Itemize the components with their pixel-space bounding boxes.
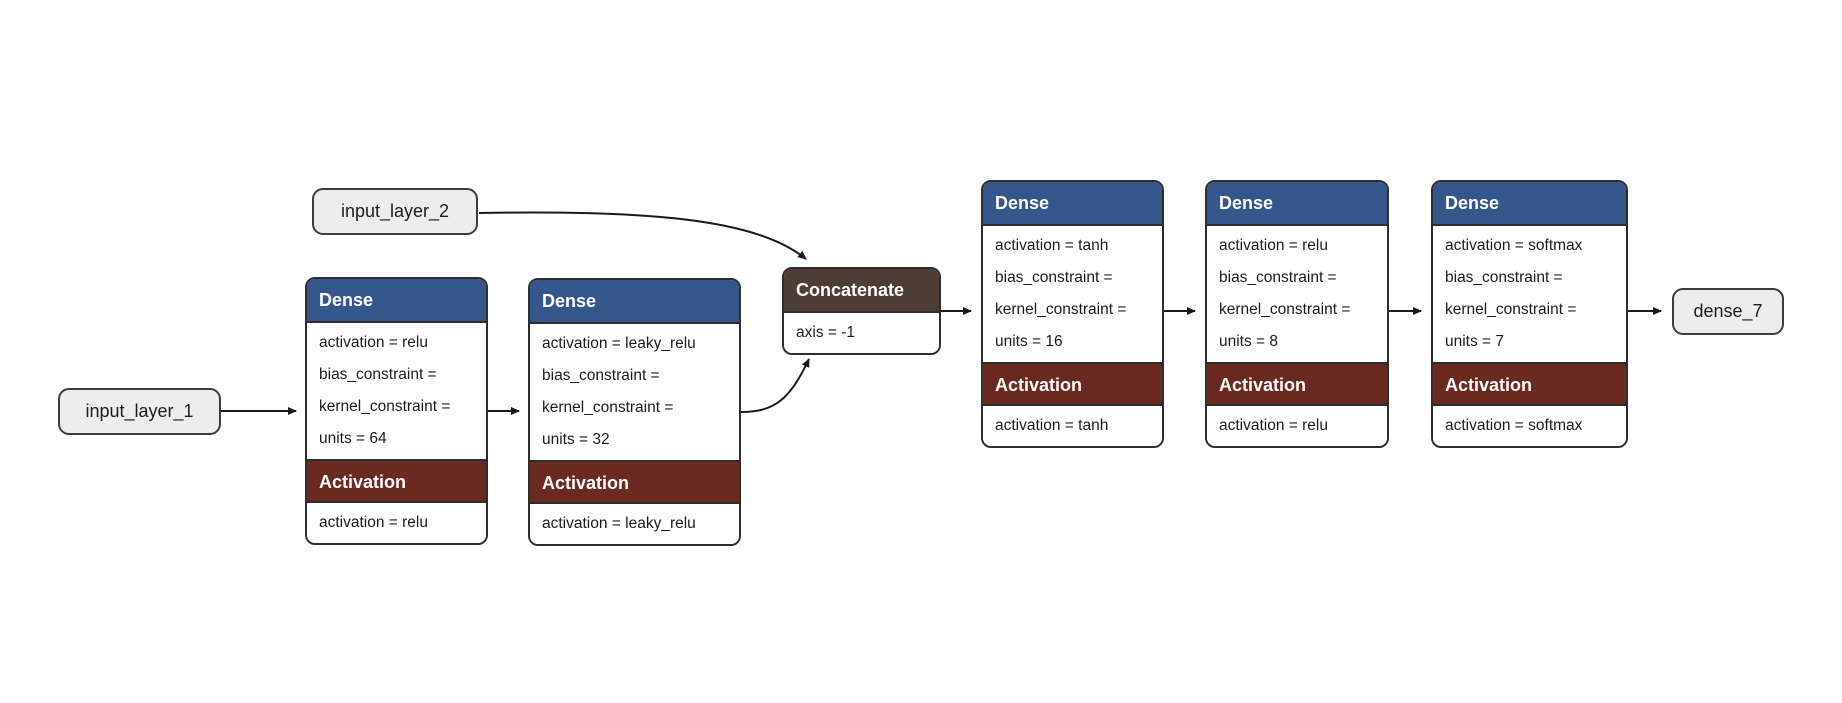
dense-5-attributes: activation = softmax bias_constraint = k…	[1433, 226, 1626, 362]
attr-units: units = 64	[319, 430, 387, 447]
concatenate-attributes: axis = -1	[784, 313, 939, 353]
attr-kernel-constraint: kernel_constraint =	[542, 399, 674, 416]
input-layer-2-label: input_layer_2	[340, 201, 450, 221]
node-dense-4[interactable]: Dense activation = relu bias_constraint …	[1205, 180, 1389, 448]
attr-bias-constraint: bias_constraint =	[1219, 269, 1337, 286]
dense-2-activation-title: Activation	[530, 460, 739, 504]
attr-bias-constraint: bias_constraint =	[542, 367, 660, 384]
node-dense-1[interactable]: Dense activation = relu bias_constraint …	[305, 277, 488, 545]
node-input-layer-2[interactable]: input_layer_2	[312, 188, 478, 235]
attr-units: units = 8	[1219, 333, 1279, 350]
attr-activation: activation = softmax	[1445, 237, 1583, 254]
attr-activation: activation = leaky_relu	[542, 515, 696, 532]
attr-units: units = 32	[542, 431, 610, 448]
dense-1-title: Dense	[307, 279, 486, 323]
attr-bias-constraint: bias_constraint =	[1445, 269, 1563, 286]
dense-4-activation-title: Activation	[1207, 362, 1387, 406]
attr-kernel-constraint: kernel_constraint =	[995, 301, 1127, 318]
concatenate-title: Concatenate	[784, 269, 939, 313]
input-layer-1-label: input_layer_1	[85, 401, 194, 421]
dense-5-activation-title: Activation	[1433, 362, 1626, 406]
node-concatenate[interactable]: Concatenate axis = -1	[782, 267, 941, 355]
attr-activation: activation = softmax	[1445, 417, 1583, 434]
node-dense-3[interactable]: Dense activation = tanh bias_constraint …	[981, 180, 1164, 448]
dense-2-title: Dense	[530, 280, 739, 324]
attr-kernel-constraint: kernel_constraint =	[1219, 301, 1351, 318]
dense-5-title: Dense	[1433, 182, 1626, 226]
attr-kernel-constraint: kernel_constraint =	[319, 398, 451, 415]
node-dense-7-output[interactable]: dense_7	[1672, 288, 1784, 335]
attr-units: units = 16	[995, 333, 1063, 350]
attr-activation: activation = relu	[1219, 417, 1328, 434]
attr-activation: activation = tanh	[995, 237, 1109, 254]
node-dense-5[interactable]: Dense activation = softmax bias_constrai…	[1431, 180, 1628, 448]
attr-activation: activation = relu	[319, 514, 428, 531]
dense-4-activation-attributes: activation = relu	[1207, 406, 1387, 446]
dense-3-activation-title: Activation	[983, 362, 1162, 406]
dense-2-activation-attributes: activation = leaky_relu	[530, 504, 739, 544]
dense-1-attributes: activation = relu bias_constraint = kern…	[307, 323, 486, 459]
dense-3-title: Dense	[983, 182, 1162, 226]
dense-7-label: dense_7	[1693, 301, 1763, 321]
dense-4-attributes: activation = relu bias_constraint = kern…	[1207, 226, 1387, 362]
dense-1-activation-attributes: activation = relu	[307, 503, 486, 543]
attr-activation: activation = relu	[1219, 237, 1328, 254]
attr-activation: activation = leaky_relu	[542, 335, 696, 352]
edge-input2-to-concatenate	[478, 211, 807, 260]
dense-3-attributes: activation = tanh bias_constraint = kern…	[983, 226, 1162, 362]
node-input-layer-1[interactable]: input_layer_1	[58, 388, 221, 435]
edge-dense2-to-concatenate	[740, 358, 810, 413]
dense-4-title: Dense	[1207, 182, 1387, 226]
attr-activation: activation = relu	[319, 334, 428, 351]
dense-3-activation-attributes: activation = tanh	[983, 406, 1162, 446]
attr-units: units = 7	[1445, 333, 1505, 350]
attr-axis: axis = -1	[796, 324, 856, 341]
node-dense-2[interactable]: Dense activation = leaky_relu bias_const…	[528, 278, 741, 546]
dense-5-activation-attributes: activation = softmax	[1433, 406, 1626, 446]
attr-bias-constraint: bias_constraint =	[995, 269, 1113, 286]
attr-activation: activation = tanh	[995, 417, 1109, 434]
attr-bias-constraint: bias_constraint =	[319, 366, 437, 383]
attr-kernel-constraint: kernel_constraint =	[1445, 301, 1577, 318]
dense-1-activation-title: Activation	[307, 459, 486, 503]
dense-2-attributes: activation = leaky_relu bias_constraint …	[530, 324, 739, 460]
